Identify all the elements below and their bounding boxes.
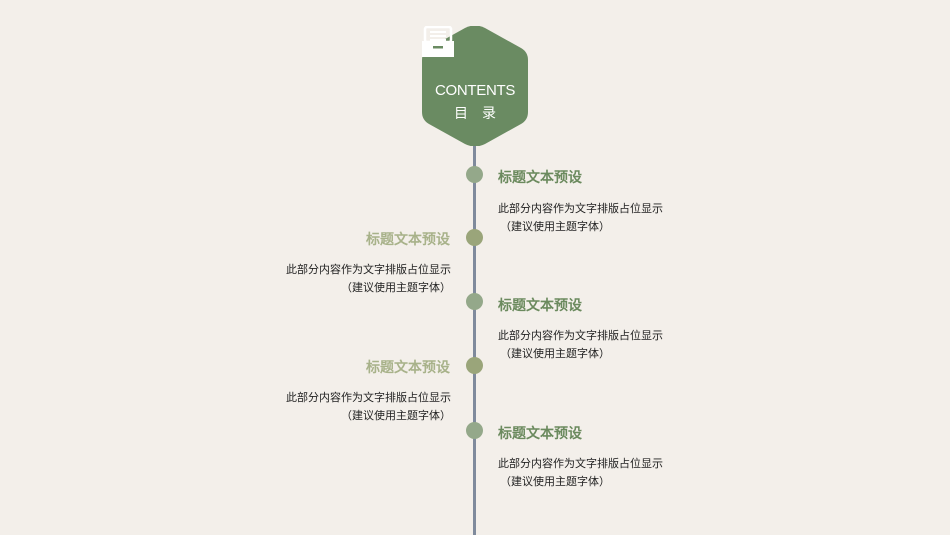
timeline-node: [466, 166, 483, 183]
item-description: 此部分内容作为文字排版占位显示 （建议使用主题字体）: [498, 455, 663, 491]
contents-hexagon: CONTENTS 目录: [421, 26, 529, 146]
desc-line: （建议使用主题字体）: [341, 281, 451, 294]
desc-line: 此部分内容作为文字排版占位显示: [286, 263, 451, 276]
desc-line: （建议使用主题字体）: [500, 347, 610, 360]
item-title: 标题文本预设: [366, 360, 450, 376]
item-title: 标题文本预设: [498, 170, 582, 186]
desc-line: （建议使用主题字体）: [341, 409, 451, 422]
timeline-line: [473, 140, 476, 535]
desc-line: 此部分内容作为文字排版占位显示: [498, 329, 663, 342]
desc-line: 此部分内容作为文字排版占位显示: [498, 202, 663, 215]
item-description: 此部分内容作为文字排版占位显示 （建议使用主题字体）: [286, 261, 451, 297]
contents-subtitle: 目录: [454, 106, 510, 122]
contents-title: CONTENTS: [434, 82, 516, 99]
item-title: 标题文本预设: [498, 298, 582, 314]
desc-line: 此部分内容作为文字排版占位显示: [498, 457, 663, 470]
drawer-icon: [422, 26, 454, 57]
desc-line: 此部分内容作为文字排版占位显示: [286, 391, 451, 404]
timeline-node: [466, 229, 483, 246]
timeline-node: [466, 293, 483, 310]
desc-line: （建议使用主题字体）: [500, 220, 610, 233]
item-title: 标题文本预设: [366, 232, 450, 248]
timeline-node: [466, 357, 483, 374]
item-title: 标题文本预设: [498, 426, 582, 442]
item-description: 此部分内容作为文字排版占位显示 （建议使用主题字体）: [286, 389, 451, 425]
timeline-node: [466, 422, 483, 439]
item-description: 此部分内容作为文字排版占位显示 （建议使用主题字体）: [498, 327, 663, 363]
desc-line: （建议使用主题字体）: [500, 475, 610, 488]
item-description: 此部分内容作为文字排版占位显示 （建议使用主题字体）: [498, 200, 663, 236]
